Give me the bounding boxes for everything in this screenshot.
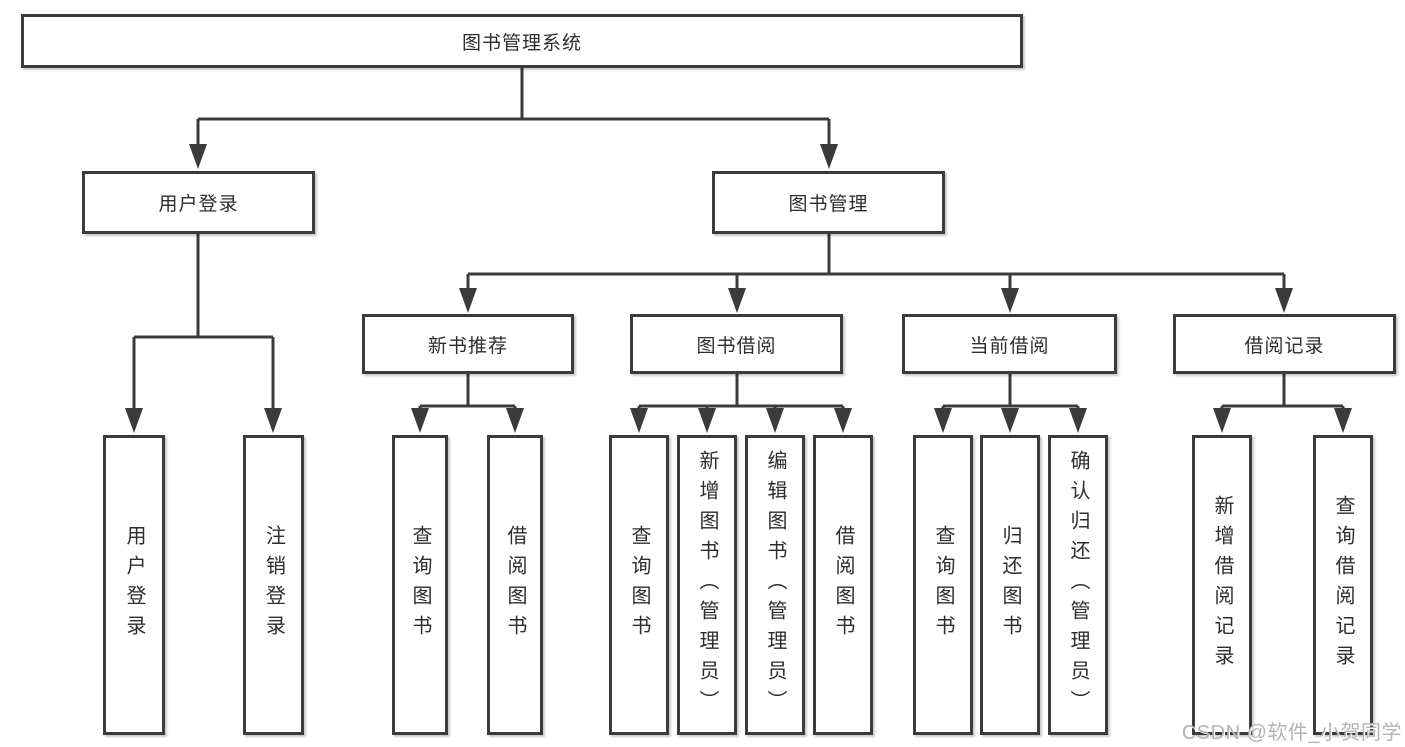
node-label: 借阅记录 [1244, 335, 1325, 357]
node-user-login: 用户登录 [82, 171, 315, 234]
csdn-watermark: CSDN @软件_小贺同学 [1181, 722, 1402, 744]
node-label: 查询借阅记录 [1332, 495, 1354, 675]
leaf-query-borrow-record: 查询借阅记录 [1313, 435, 1373, 735]
leaf-query-books-2: 查询图书 [609, 435, 669, 735]
node-label: 新书推荐 [427, 335, 508, 357]
node-label: 归还图书 [999, 525, 1021, 645]
node-label: 借阅图书 [832, 525, 854, 645]
node-book-management-system: 图书管理系统 [21, 14, 1023, 68]
leaf-query-books-1: 查询图书 [392, 435, 448, 735]
node-label: 查询图书 [409, 525, 431, 645]
node-label: 查询图书 [628, 525, 650, 645]
node-book-borrowing: 图书借阅 [630, 314, 843, 374]
leaf-logout-login: 注销登录 [243, 435, 304, 735]
node-label: 编辑图书（管理员） [764, 450, 786, 720]
node-label: 注销登录 [262, 525, 285, 645]
node-label: 图书管理系统 [461, 32, 582, 54]
node-label: 借阅图书 [504, 525, 526, 645]
node-label: 用户登录 [123, 525, 145, 645]
node-borrowing-records: 借阅记录 [1173, 314, 1396, 374]
node-label: 图书借阅 [696, 335, 777, 357]
node-label: 新增借阅记录 [1211, 495, 1233, 675]
node-label: 确认归还（管理员） [1067, 450, 1089, 720]
node-label: 查询图书 [932, 525, 954, 645]
node-label: 图书管理 [788, 194, 869, 215]
leaf-confirm-return-admin: 确认归还（管理员） [1048, 435, 1108, 735]
node-label: 当前借阅 [969, 335, 1050, 357]
node-new-book-recommend: 新书推荐 [362, 314, 574, 374]
node-label: 用户登录 [158, 194, 239, 215]
leaf-return-books: 归还图书 [980, 435, 1040, 735]
leaf-query-books-3: 查询图书 [913, 435, 973, 735]
arrow-down-icons [125, 144, 1352, 433]
leaf-user-login: 用户登录 [103, 435, 165, 735]
leaf-borrow-books-2: 借阅图书 [813, 435, 873, 735]
leaf-add-books-admin: 新增图书（管理员） [677, 435, 737, 735]
leaf-borrow-books-1: 借阅图书 [487, 435, 543, 735]
node-book-management: 图书管理 [712, 171, 945, 234]
leaf-add-borrow-record: 新增借阅记录 [1192, 435, 1252, 735]
node-label: 新增图书（管理员） [696, 450, 718, 720]
leaf-edit-books-admin: 编辑图书（管理员） [745, 435, 805, 735]
node-current-borrowing: 当前借阅 [902, 314, 1117, 374]
